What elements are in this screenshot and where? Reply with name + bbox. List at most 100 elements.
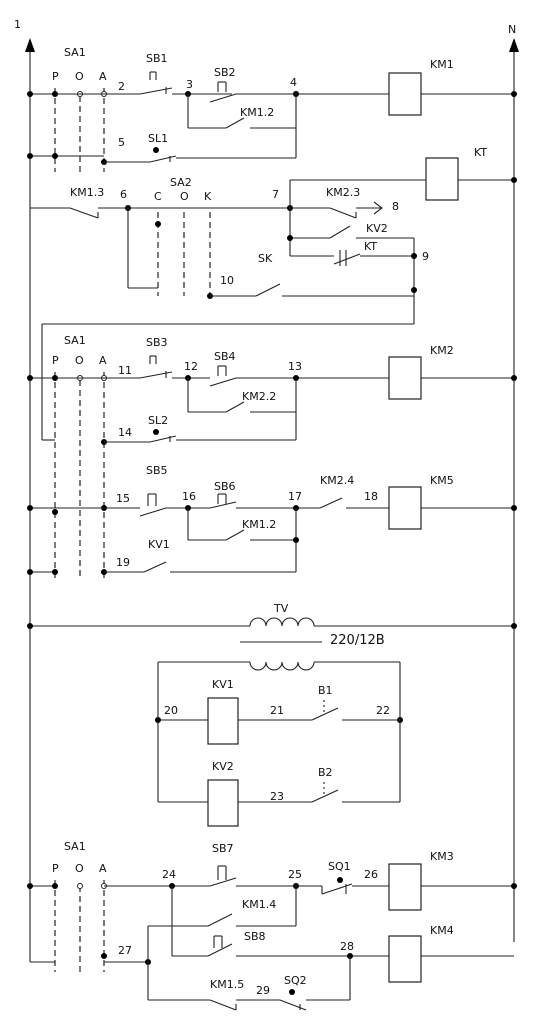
transformer-rating: 220/12B: [330, 633, 385, 648]
coil-km3: [388, 863, 422, 911]
row-kv1: 19 KV1: [27, 538, 296, 575]
pos-p-label: P: [52, 70, 59, 83]
sa1-selector-top: SA1 P O A: [52, 46, 107, 172]
node-19: 19: [116, 556, 130, 569]
transformer-section: TV 220/12B 20 KV1 21 B1 22 KV2 23 B2: [27, 602, 517, 827]
kv1-contact-label: KV1: [148, 538, 170, 551]
node-16: 16: [182, 490, 196, 503]
sb2-label: SB2: [214, 66, 236, 79]
pos-a-label-2: A: [99, 354, 107, 367]
row-km1: 2 SB1 3 SB2 4 KM1 KM1.2: [27, 52, 517, 129]
coil-km4: [388, 935, 422, 983]
row-sl2: 14 SL2: [42, 414, 296, 443]
pos-p-label-2: P: [52, 354, 59, 367]
sa1-selector-middle: SA1 P O A: [52, 334, 107, 580]
arrow-up-icon: [25, 38, 35, 52]
sb7-label: SB7: [212, 842, 234, 855]
node-17: 17: [288, 490, 302, 503]
coil-km1-label: KM1: [430, 58, 454, 71]
coil-kt: [425, 157, 459, 201]
km1-3-label: KM1.3: [70, 186, 104, 199]
kv2-label: KV2: [366, 222, 388, 235]
sa2-c-label: C: [154, 190, 162, 203]
node-26: 26: [364, 868, 378, 881]
node-25: 25: [288, 868, 302, 881]
sk-label: SK: [258, 252, 273, 265]
node-7: 7: [272, 188, 279, 201]
sa2-k-label: K: [204, 190, 212, 203]
sb4-label: SB4: [214, 350, 236, 363]
coil-km2: [388, 356, 422, 400]
sb5-label: SB5: [146, 464, 168, 477]
node-8: 8: [392, 200, 399, 213]
sa2-o-label: O: [180, 190, 189, 203]
node-28: 28: [340, 940, 354, 953]
node-3: 3: [186, 78, 193, 91]
node-24: 24: [162, 868, 176, 881]
node-2: 2: [118, 80, 125, 93]
km1-5-label: KM1.5: [210, 978, 244, 991]
sb6-label: SB6: [214, 480, 236, 493]
node-6: 6: [120, 188, 127, 201]
node-14: 14: [118, 426, 132, 439]
power-rails: 1 N: [14, 18, 519, 962]
sb3-label: SB3: [146, 336, 168, 349]
row-km5: 15 SB5 16 SB6 17 KM2.4 18 KM5 KM1.2: [27, 464, 517, 572]
km1-4-label: KM1.4: [242, 898, 276, 911]
sb8-label: SB8: [244, 930, 266, 943]
pos-o-label-2: O: [75, 354, 84, 367]
pos-o-label-3: O: [75, 862, 84, 875]
row-kt: KM1.3 6 C O K SA2 7 KT KM2.3 8 KV2: [30, 146, 517, 440]
node-15: 15: [116, 492, 130, 505]
b2-label: B2: [318, 766, 333, 779]
node-5: 5: [118, 136, 125, 149]
sa1-label-3: SA1: [64, 840, 86, 853]
coil-km5: [388, 486, 422, 530]
node-11: 11: [118, 364, 132, 377]
km1-2-label-b: KM1.2: [242, 518, 276, 531]
transformer-label: TV: [273, 602, 289, 615]
coil-kv1-label: KV1: [212, 678, 234, 691]
sl2-label: SL2: [148, 414, 168, 427]
row-sl1: 5 SL1: [27, 128, 297, 163]
node-18: 18: [364, 490, 378, 503]
coil-km5-label: KM5: [430, 474, 454, 487]
node-27: 27: [118, 944, 132, 957]
coil-km4-label: KM4: [430, 924, 454, 937]
node-12: 12: [184, 360, 198, 373]
b1-label: B1: [318, 684, 333, 697]
km2-3-label: KM2.3: [326, 186, 360, 199]
coil-kt-label: KT: [474, 146, 487, 159]
sb1-label: SB1: [146, 52, 168, 65]
pos-a-label: A: [99, 70, 107, 83]
row-km4: SB8 28 KM4 27 KM1.5 29 SQ2: [30, 886, 514, 1011]
node-4: 4: [290, 76, 297, 89]
km2-2-label: KM2.2: [242, 390, 276, 403]
coil-kv2-label: KV2: [212, 760, 234, 773]
sa1-label-2: SA1: [64, 334, 86, 347]
node-22: 22: [376, 704, 390, 717]
sa2-label: SA2: [170, 176, 192, 189]
node-29: 29: [256, 984, 270, 997]
coil-km2-label: KM2: [430, 344, 454, 357]
sq1-label: SQ1: [328, 860, 351, 873]
node-23: 23: [270, 790, 284, 803]
coil-kv2: [207, 779, 239, 827]
node-21: 21: [270, 704, 284, 717]
kt-contact-label: KT: [364, 240, 377, 253]
coil-km1: [388, 72, 422, 116]
sa1-label: SA1: [64, 46, 86, 59]
sa1-selector-bottom: SA1 P O A: [52, 840, 107, 972]
sq2-label: SQ2: [284, 974, 307, 987]
secondary-winding: [249, 661, 315, 671]
node-13: 13: [288, 360, 302, 373]
km1-2-label: KM1.2: [240, 106, 274, 119]
pos-a-label-3: A: [99, 862, 107, 875]
coil-km3-label: KM3: [430, 850, 454, 863]
primary-winding: [249, 617, 315, 627]
pos-p-label-3: P: [52, 862, 59, 875]
rail-label-left: 1: [14, 18, 21, 31]
node-10: 10: [220, 274, 234, 287]
km2-4-label: KM2.4: [320, 474, 354, 487]
